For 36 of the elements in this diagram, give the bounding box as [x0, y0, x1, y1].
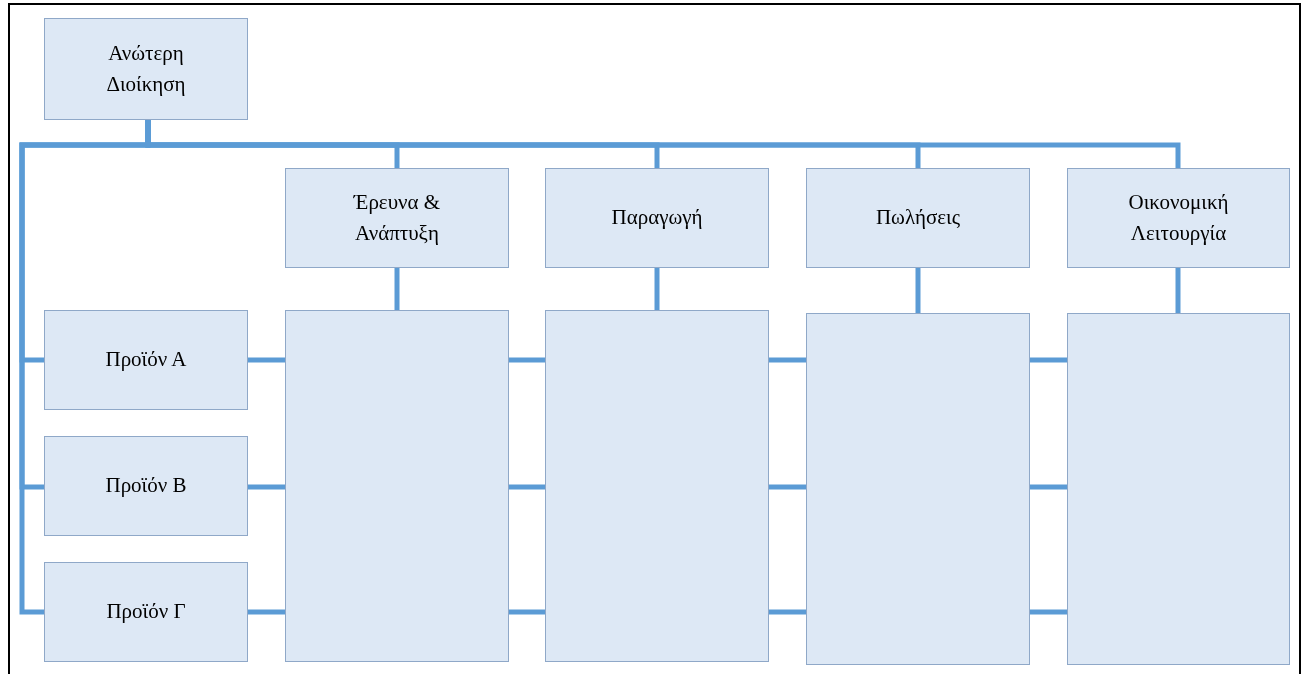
org-unit-box	[44, 310, 248, 410]
connector-line	[1030, 609, 1067, 615]
unit-label: Πωλήσεις	[875, 204, 961, 232]
unit-label: Προϊόν Α	[105, 346, 187, 374]
connector-line	[1030, 357, 1067, 363]
unit-label: Προϊόν Β	[105, 472, 187, 500]
connector-line	[509, 357, 545, 363]
unit-label: Έρευνα & Ανάπτυξη	[352, 188, 442, 247]
connector-line	[394, 268, 400, 310]
connector-line	[915, 268, 921, 313]
org-unit-box	[806, 168, 1030, 268]
connector-line	[769, 609, 806, 615]
org-unit-box	[44, 562, 248, 662]
unit-label: Παραγωγή	[611, 204, 703, 232]
connector-line	[248, 357, 285, 363]
unit-label: Οικονομική Λειτουργία	[1127, 188, 1230, 247]
unit-label: Προϊόν Γ	[106, 598, 186, 626]
connector-line	[509, 484, 545, 490]
connector-line	[769, 484, 806, 490]
org-unit-box	[44, 436, 248, 536]
connector-line	[248, 484, 285, 490]
empty-box	[806, 313, 1030, 665]
org-unit-box	[545, 168, 769, 268]
connector-line	[654, 268, 660, 310]
connector-line	[509, 609, 545, 615]
org-unit-box	[1067, 168, 1290, 268]
empty-box	[1067, 313, 1290, 665]
connector-line	[248, 609, 285, 615]
connector-line	[1175, 268, 1181, 313]
org-unit-box	[285, 168, 509, 268]
empty-box	[285, 310, 509, 662]
connector-line	[1030, 484, 1067, 490]
empty-box	[545, 310, 769, 662]
org-unit-box	[44, 18, 248, 120]
connector-line	[769, 357, 806, 363]
unit-label: Ανώτερη Διοίκηση	[105, 39, 187, 98]
